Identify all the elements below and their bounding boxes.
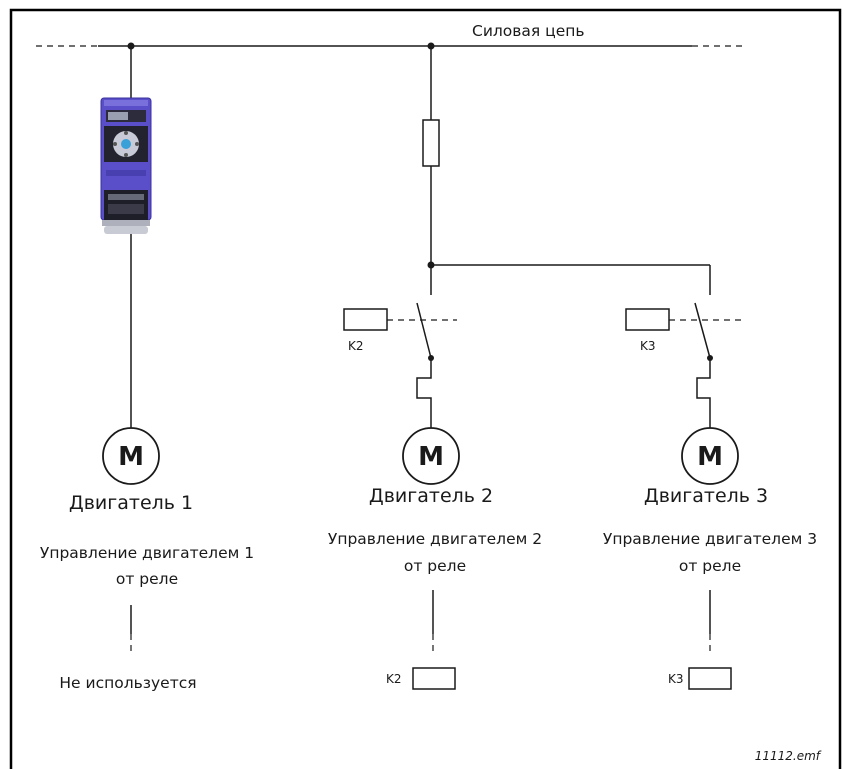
motor3-name: Двигатель 3 xyxy=(644,485,768,507)
k2-coil-label: K2 xyxy=(348,339,364,353)
motor3-circle xyxy=(681,427,739,485)
motor2-name: Двигатель 2 xyxy=(369,485,493,507)
k2-switch-blade xyxy=(416,302,432,359)
motor3-line-b xyxy=(696,358,711,428)
motor3-symbol: M xyxy=(697,442,723,472)
motor2-symbol: M xyxy=(418,442,444,472)
fuse-icon xyxy=(422,119,440,167)
k3-coil xyxy=(625,308,670,331)
motor2-control-line2: от реле xyxy=(404,557,466,575)
power-line-label: Силовая цепь xyxy=(472,22,585,40)
k3-coil-label: K3 xyxy=(640,339,656,353)
motor2-control-line1: Управление двигателем 2 xyxy=(328,530,542,548)
k3-relay-coil xyxy=(688,667,732,690)
motor1-control-line1: Управление двигателем 1 xyxy=(40,544,254,562)
motor1-not-used: Не используется xyxy=(59,674,196,692)
motor1-symbol: M xyxy=(118,442,144,472)
motor2-line-b xyxy=(416,358,432,428)
k2-coil xyxy=(343,308,388,331)
k3-switch-blade xyxy=(694,302,711,359)
diagram-frame xyxy=(9,8,842,769)
k3-relay-label: K3 xyxy=(668,672,684,686)
motor1-control-line2: от реле xyxy=(116,570,178,588)
frequency-converter-icon xyxy=(100,97,152,234)
k2-relay-coil xyxy=(412,667,456,690)
motor1-circle xyxy=(102,427,160,485)
motor1-name: Двигатель 1 xyxy=(69,492,193,514)
motor3-control-line1: Управление двигателем 3 xyxy=(603,530,817,548)
motor3-control-line2: от реле xyxy=(679,557,741,575)
motor2-circle xyxy=(402,427,460,485)
file-reference: 11112.emf xyxy=(755,749,822,763)
k2-relay-label: K2 xyxy=(386,672,402,686)
